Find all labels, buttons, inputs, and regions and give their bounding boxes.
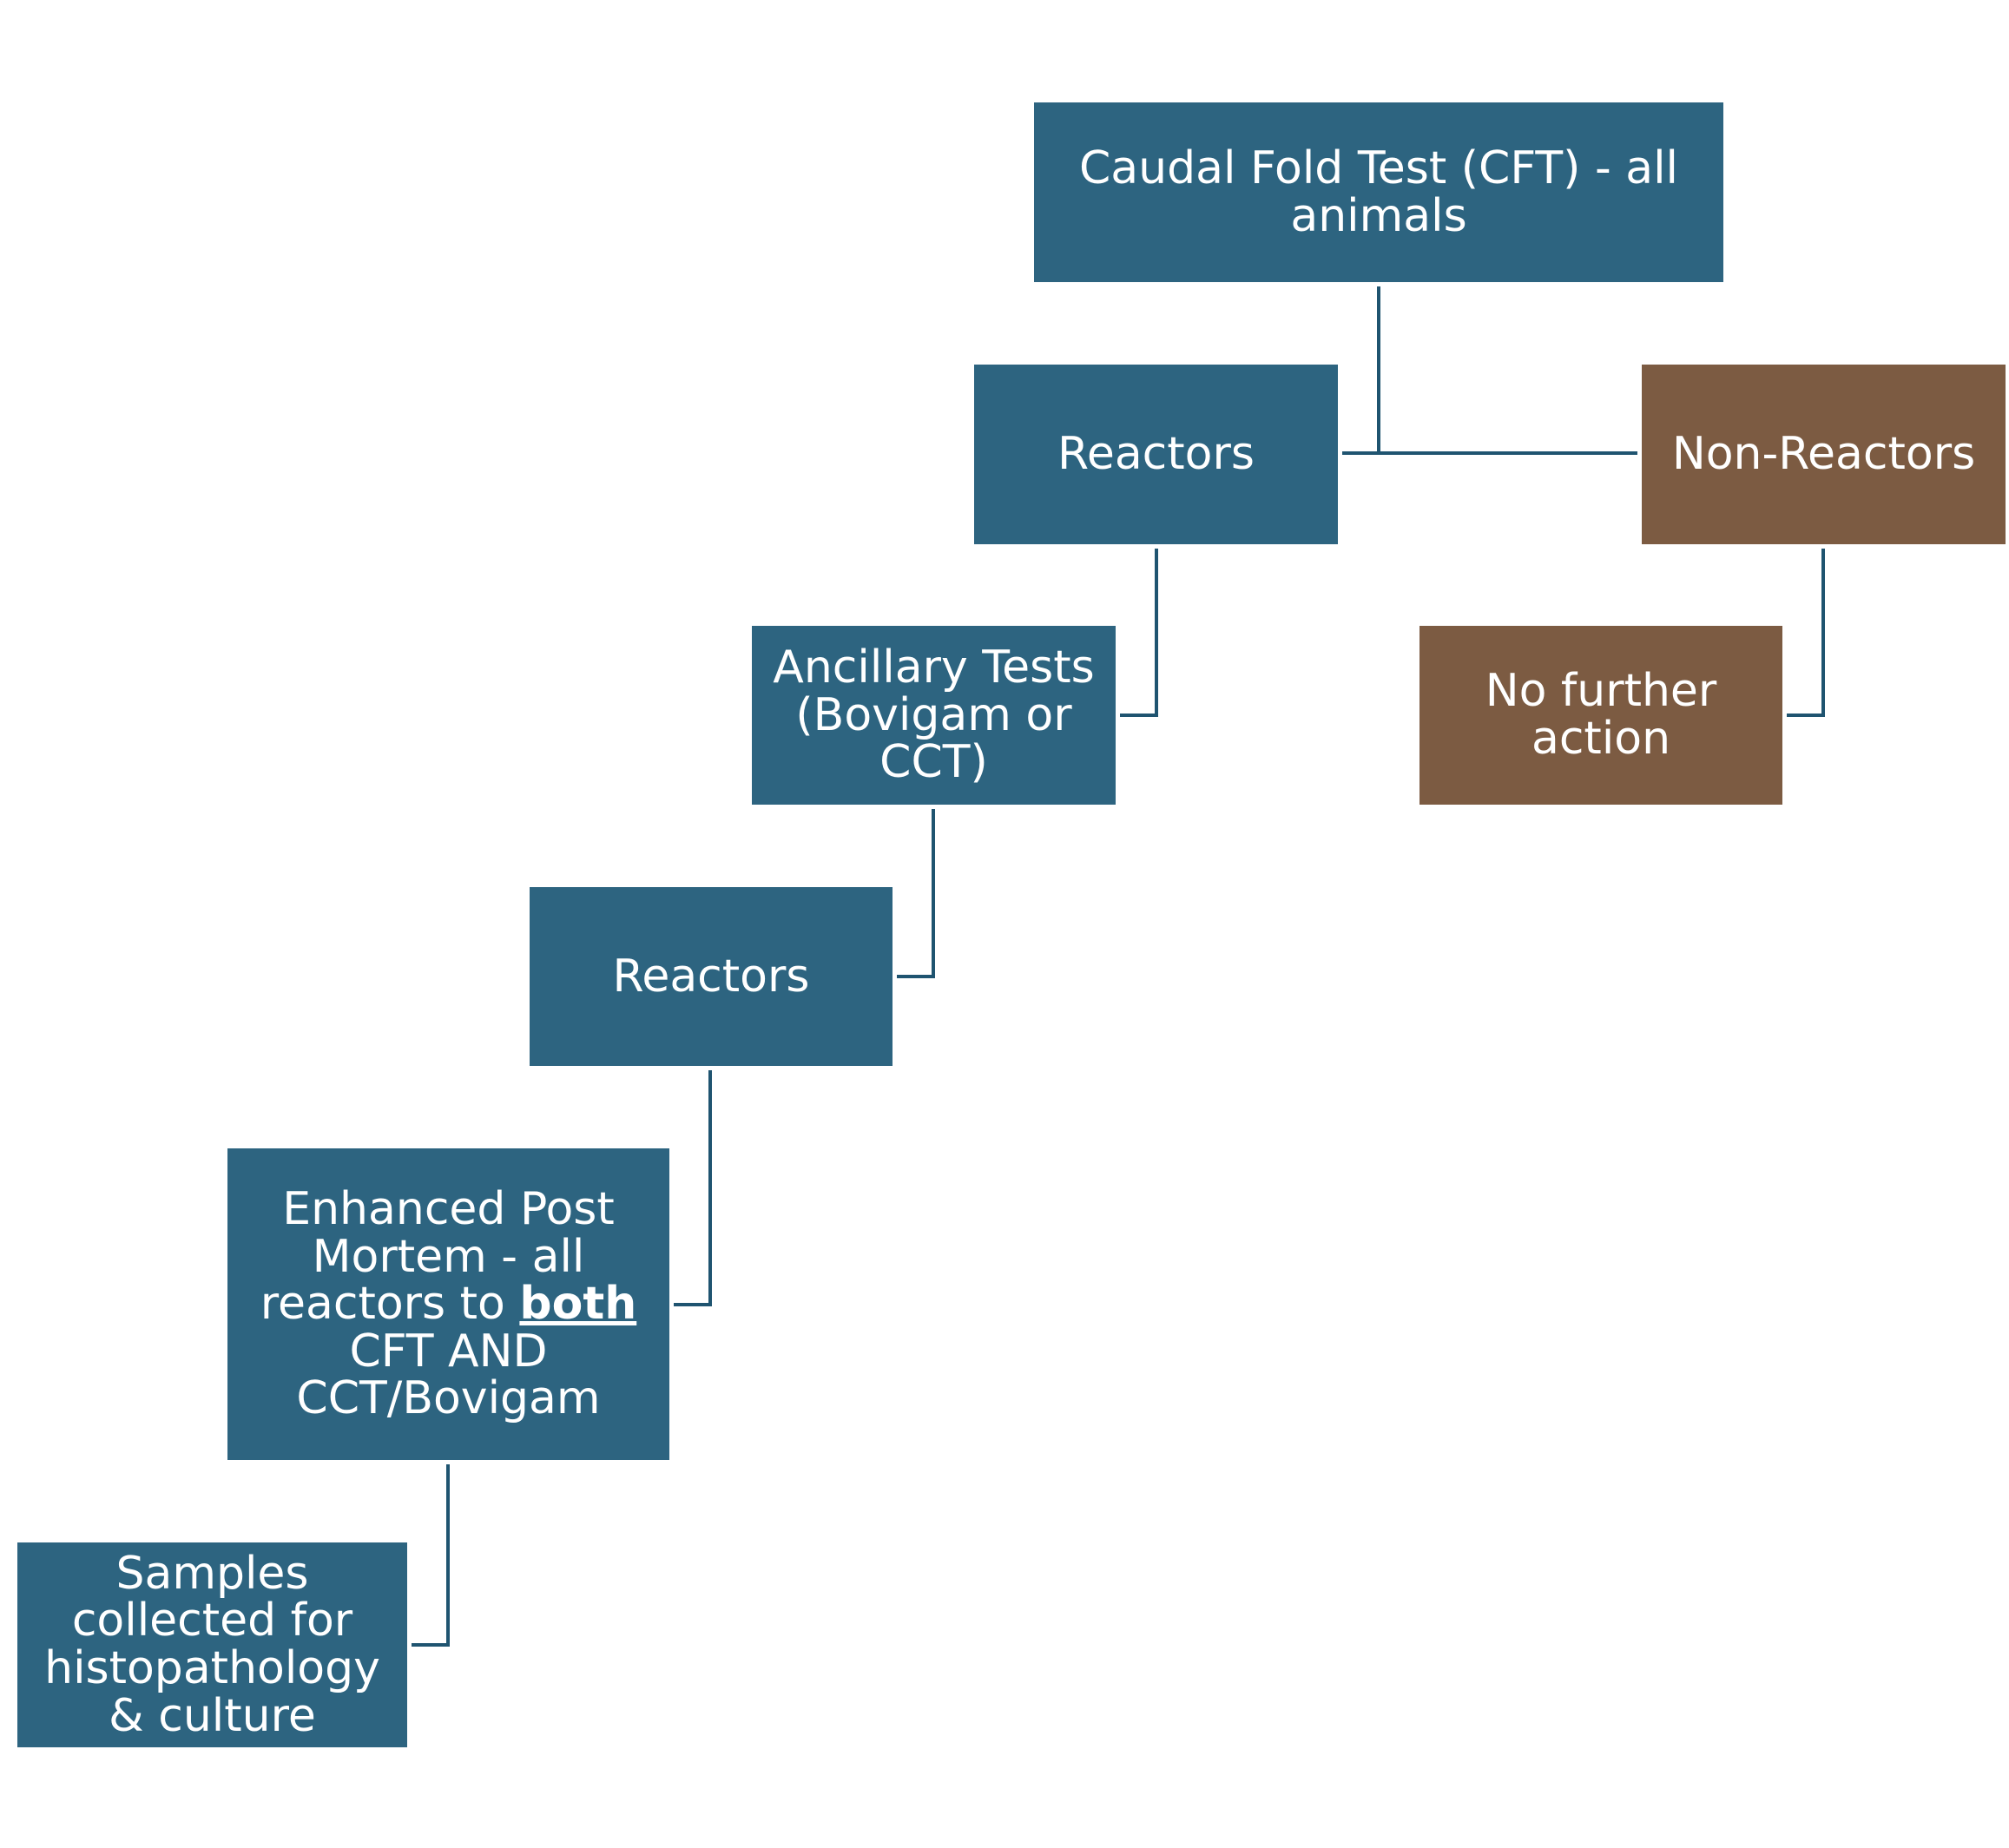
- enhanced-post-mortem-emphasis: both: [519, 1278, 637, 1331]
- cft-all-animals-box: Caudal Fold Test (CFT) - all animals: [1034, 102, 1723, 282]
- reactors-box: Reactors: [974, 365, 1338, 544]
- enhanced-post-mortem-box: Enhanced Post Mortem - all reactors to b…: [227, 1148, 669, 1460]
- cft-all-animals-label: Caudal Fold Test (CFT) - all animals: [1079, 141, 1678, 242]
- connector-reactors-to-ancillary: [1120, 549, 1158, 717]
- enhanced-post-mortem-label-post: CFT AND CCT/Bovigam: [296, 1325, 601, 1425]
- ancillary-tests-label: Ancillary Tests (Bovigam or CCT): [773, 641, 1095, 789]
- reactors-second-label: Reactors: [612, 950, 810, 1003]
- no-further-action-label: No further action: [1485, 665, 1717, 765]
- ancillary-tests-box: Ancillary Tests (Bovigam or CCT): [752, 626, 1116, 805]
- no-further-action-box: No further action: [1419, 626, 1782, 805]
- connector-ancillary-to-reactors: [897, 809, 935, 978]
- reactors-label: Reactors: [1057, 428, 1255, 481]
- samples-collected-label: Samples collected for histopathology & c…: [44, 1547, 380, 1742]
- enhanced-post-mortem-label: Enhanced Post Mortem - all reactors to b…: [236, 1186, 661, 1423]
- connector-postmortem-to-samples: [412, 1464, 450, 1647]
- samples-collected-box: Samples collected for histopathology & c…: [17, 1542, 407, 1747]
- connector-nonreactors-to-nofurther: [1787, 549, 1825, 717]
- connector-reactors-to-postmortem: [674, 1070, 712, 1306]
- non-reactors-box: Non-Reactors: [1642, 365, 2006, 544]
- enhanced-post-mortem-label-pre: Enhanced Post Mortem - all reactors to: [260, 1183, 615, 1331]
- reactors-second-box: Reactors: [530, 887, 893, 1066]
- non-reactors-label: Non-Reactors: [1671, 428, 1976, 481]
